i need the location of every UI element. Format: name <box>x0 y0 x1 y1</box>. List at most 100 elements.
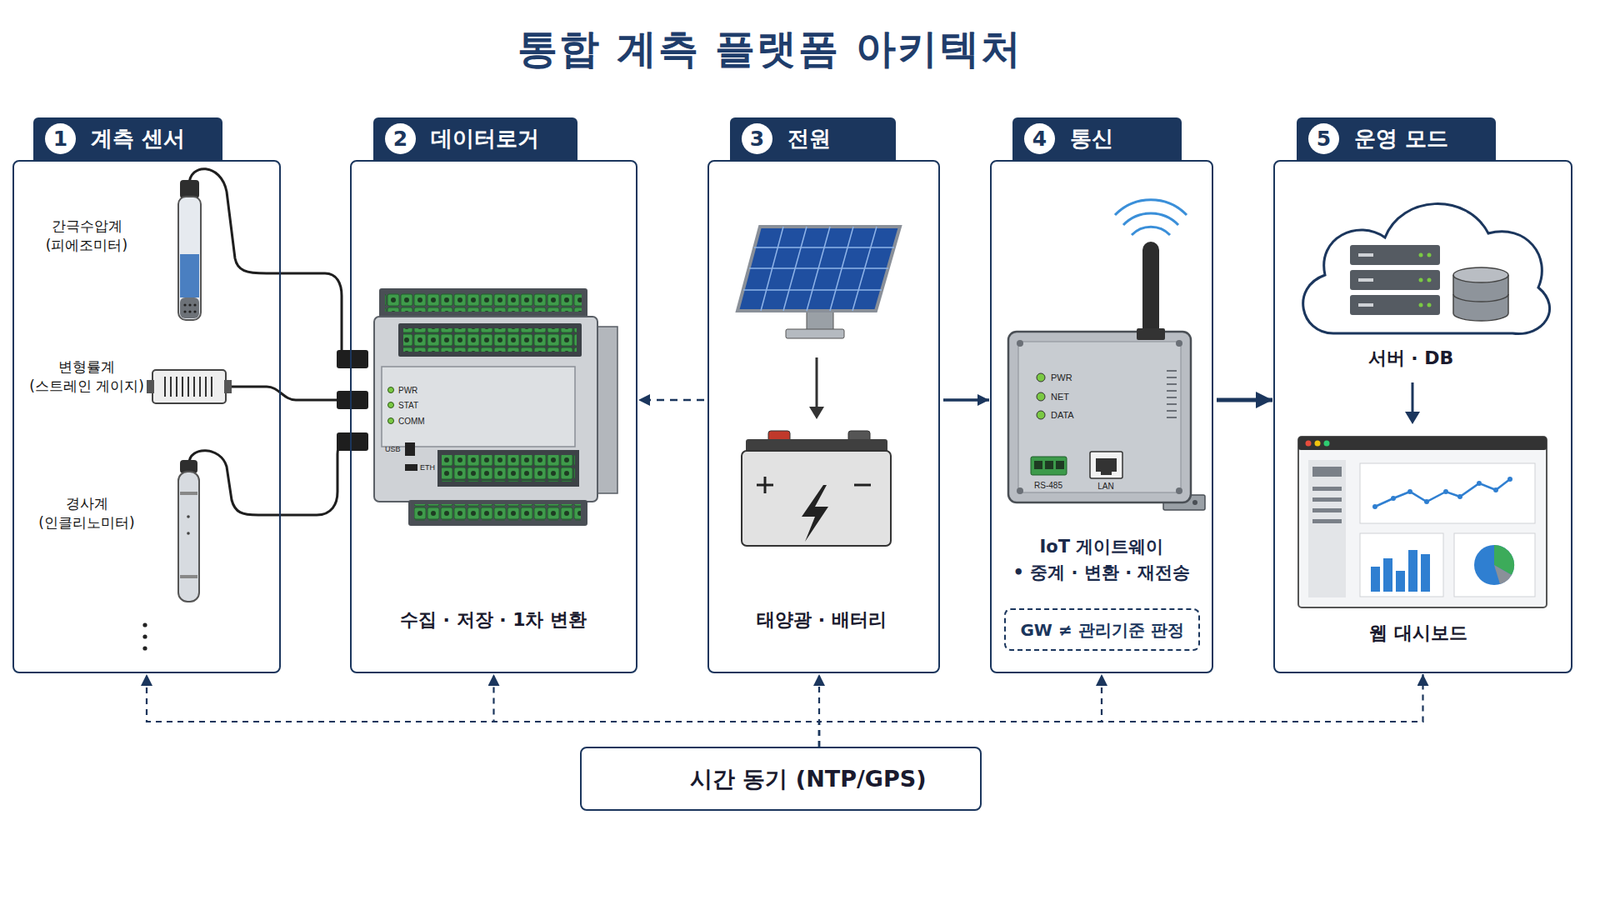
cloud-server-illustration-part <box>1419 253 1424 258</box>
web-dashboard-illustration-part-part <box>1395 570 1405 592</box>
panel-caption: 태양광 · 배터리 <box>756 607 887 633</box>
callout-number: 2 <box>385 123 416 155</box>
iot-gateway-device-part <box>1142 241 1160 340</box>
device-port-label: NET <box>1050 391 1070 402</box>
cloud-server-illustration-part <box>1419 278 1424 283</box>
piezometer-illustration-part <box>180 180 200 199</box>
panel-heading: 전원 <box>787 124 831 154</box>
data-logger-device <box>336 288 618 526</box>
battery-illustration-part <box>741 450 891 546</box>
data-logger-device-part <box>414 504 581 521</box>
connector-arrow <box>943 398 990 402</box>
solar-panel-illustration <box>737 226 900 339</box>
sensor-cables-part <box>226 386 350 400</box>
panel-box: 5운영 모드서버 · DB웹 대시보드 <box>1273 160 1573 674</box>
data-logger-device-part <box>405 464 418 471</box>
cloud-server-illustration-part <box>1419 303 1424 308</box>
panel-tab: 2데이터로거 <box>373 117 578 160</box>
web-dashboard-illustration-part-part <box>1476 480 1482 486</box>
iot-gateway-device-part-part <box>1166 390 1177 392</box>
web-dashboard-illustration-part-part <box>1424 499 1430 505</box>
cloud-server-illustration-part <box>1350 245 1440 265</box>
callout-number: 1 <box>45 123 76 155</box>
strain-gauge-illustration-part-part <box>187 376 190 397</box>
strain-gauge-illustration-part-part <box>199 376 201 397</box>
piezometer-illustration-part <box>188 303 191 306</box>
sync-box: 시간 동기 (NTP/GPS) <box>580 746 982 811</box>
device-port-label: PWR <box>1050 372 1073 383</box>
solar-panel-illustration-part <box>785 329 845 339</box>
web-dashboard-illustration-part <box>1312 519 1342 524</box>
sensor-label: 경사계 (인클리노미터) <box>31 494 142 533</box>
battery-illustration-part <box>801 485 829 542</box>
web-dashboard-illustration-part <box>1372 476 1513 510</box>
iot-gateway-device-part-part <box>1166 410 1177 412</box>
connector-arrow <box>819 674 1102 747</box>
cloud-server-illustration-part <box>1358 278 1374 282</box>
web-dashboard-illustration-part <box>1375 479 1510 507</box>
strain-gauge-illustration <box>146 370 232 404</box>
device-port-label: STAT <box>398 400 419 410</box>
data-logger-device-part <box>374 316 598 502</box>
piezometer-illustration-part <box>188 310 191 313</box>
sensor-label: 변형률계 (스트레인 게이지) <box>27 357 146 396</box>
iot-gateway-device-part-part <box>1166 370 1177 372</box>
inclinometer-illustration-part <box>178 471 200 602</box>
piezometer-illustration <box>178 180 201 320</box>
strain-gauge-illustration-part-part <box>210 376 213 397</box>
data-logger-device-part <box>379 288 588 319</box>
db-to-dashboard-arrow-part <box>1405 411 1420 425</box>
web-dashboard-illustration-part-part <box>1408 550 1418 592</box>
connector-arrow <box>819 674 1424 747</box>
web-dashboard-illustration-part <box>1474 545 1515 585</box>
iot-gateway-device-part <box>1016 340 1024 347</box>
solar-panel-illustration-part <box>737 226 900 311</box>
web-dashboard-illustration-part-part <box>1383 558 1393 592</box>
connector-arrow <box>146 674 820 747</box>
db-to-dashboard-arrow-part <box>1411 382 1415 414</box>
panel-heading: 계측 센서 <box>90 124 185 154</box>
strain-gauge-illustration-part <box>224 380 232 394</box>
iot-gateway-device-part-part <box>1166 403 1177 405</box>
inclinometer-illustration <box>178 460 200 602</box>
data-logger-device-part <box>336 390 369 410</box>
piezometer-illustration-part <box>183 310 186 313</box>
panel-box: 1계측 센서간극수압계 (피에조미터)변형률계 (스트레인 게이지)경사계 (인… <box>12 160 281 674</box>
strain-gauge-illustration-part <box>152 370 226 404</box>
data-logger-device-part <box>405 442 415 456</box>
callout-number: 4 <box>1024 123 1055 155</box>
data-logger-device-part <box>381 366 575 447</box>
box-text: 시간 동기 (NTP/GPS) <box>690 763 927 794</box>
strain-gauge-illustration-part-part <box>164 376 166 397</box>
panel-caption: • 중계 · 변환 · 재전송 <box>1013 560 1191 585</box>
iot-gateway-device-part-part <box>1166 376 1177 379</box>
data-logger-device-part <box>408 500 588 526</box>
cloud-server-illustration-part <box>1350 295 1440 315</box>
cloud-server-illustration-part <box>1358 253 1374 257</box>
solar-panel-illustration-part-part <box>749 267 889 270</box>
web-dashboard-illustration-part <box>1298 436 1547 450</box>
web-dashboard-illustration-part-part <box>1372 504 1378 510</box>
web-dashboard-illustration-part-part <box>1407 489 1413 495</box>
cloud-server-illustration-part <box>1303 204 1550 335</box>
data-logger-device-part <box>388 402 395 409</box>
iot-gateway-device-part <box>1166 370 1177 418</box>
iot-gateway-device-part <box>1136 328 1165 340</box>
panel-heading: 통신 <box>1070 124 1114 154</box>
web-dashboard-illustration-part <box>1454 533 1535 597</box>
iot-gateway-device-part <box>1008 331 1191 503</box>
more-sensors-dots-part <box>142 645 147 650</box>
solar-panel-illustration-part <box>743 226 895 311</box>
iot-gateway-device-part <box>1055 460 1065 470</box>
panel-caption: 수집 · 저장 · 1차 변환 <box>400 607 587 633</box>
web-dashboard-illustration-part <box>1324 440 1330 447</box>
web-dashboard-illustration-part <box>1312 486 1342 491</box>
data-logger-device-part <box>437 450 580 487</box>
device-port-label: USB <box>385 445 401 454</box>
iot-gateway-device-part <box>1034 460 1043 470</box>
web-dashboard-illustration-part-part <box>1370 566 1380 592</box>
panel-caption: 서버 · DB <box>1368 345 1455 371</box>
piezometer-illustration-part <box>180 254 200 298</box>
web-dashboard-illustration <box>1298 436 1547 608</box>
inclinometer-illustration-part <box>180 575 198 579</box>
